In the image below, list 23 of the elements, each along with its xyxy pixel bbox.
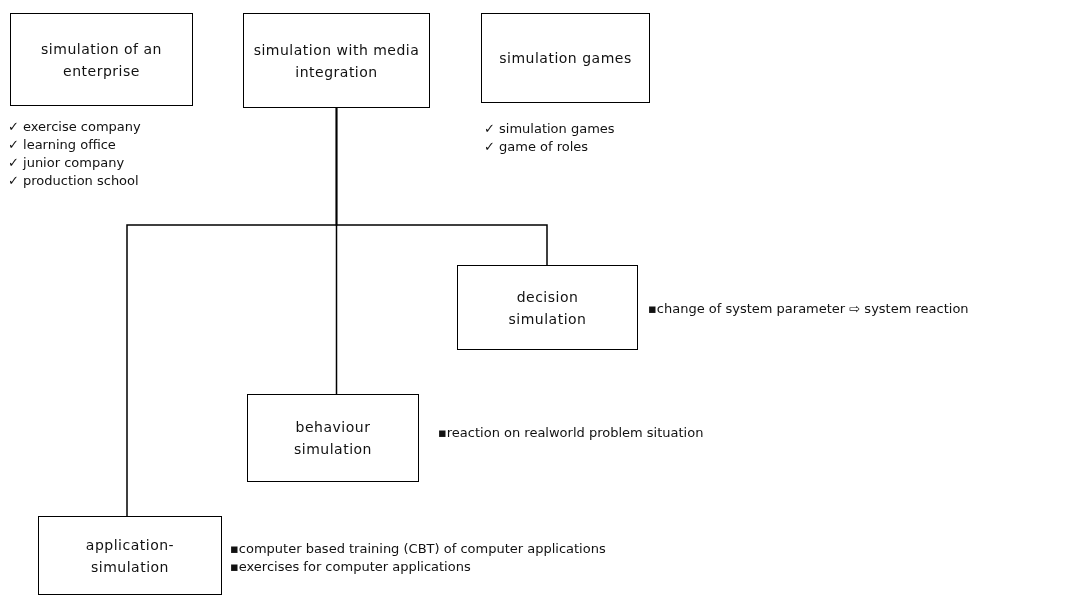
category-box (481, 13, 650, 103)
box-label: application-simulation (84, 535, 176, 577)
list-item: ✓ game of roles (484, 138, 590, 156)
category-box (243, 13, 430, 108)
simulation-type-box (247, 394, 419, 482)
box-label: simulation with media integration (252, 40, 421, 82)
category-box (10, 13, 193, 106)
list-item: ✓ junior company (8, 154, 126, 172)
connector-line (126, 107, 338, 517)
list-item: ▪exercises for computer applications (230, 558, 472, 576)
list-item: ▪computer based training (CBT) of computer applications (230, 540, 606, 558)
simulation-type-box (38, 516, 222, 595)
simulation-type-box (457, 265, 638, 350)
box-label: simulation games (499, 49, 632, 68)
list-item: ▪change of system parameter ⇨ system reaction (648, 300, 969, 318)
list-item: ✓ learning office (8, 136, 117, 154)
list-item: ✓ simulation games (484, 120, 615, 138)
list-item: ✓ production school (8, 172, 140, 190)
list-item: ▪reaction on realworld problem situation (438, 424, 704, 442)
box-label: decision simulation (507, 287, 588, 329)
box-label: behaviour simulation (293, 418, 373, 459)
list-item: ✓ exercise company (8, 118, 141, 136)
box-label: simulation of an enterprise (40, 39, 163, 81)
